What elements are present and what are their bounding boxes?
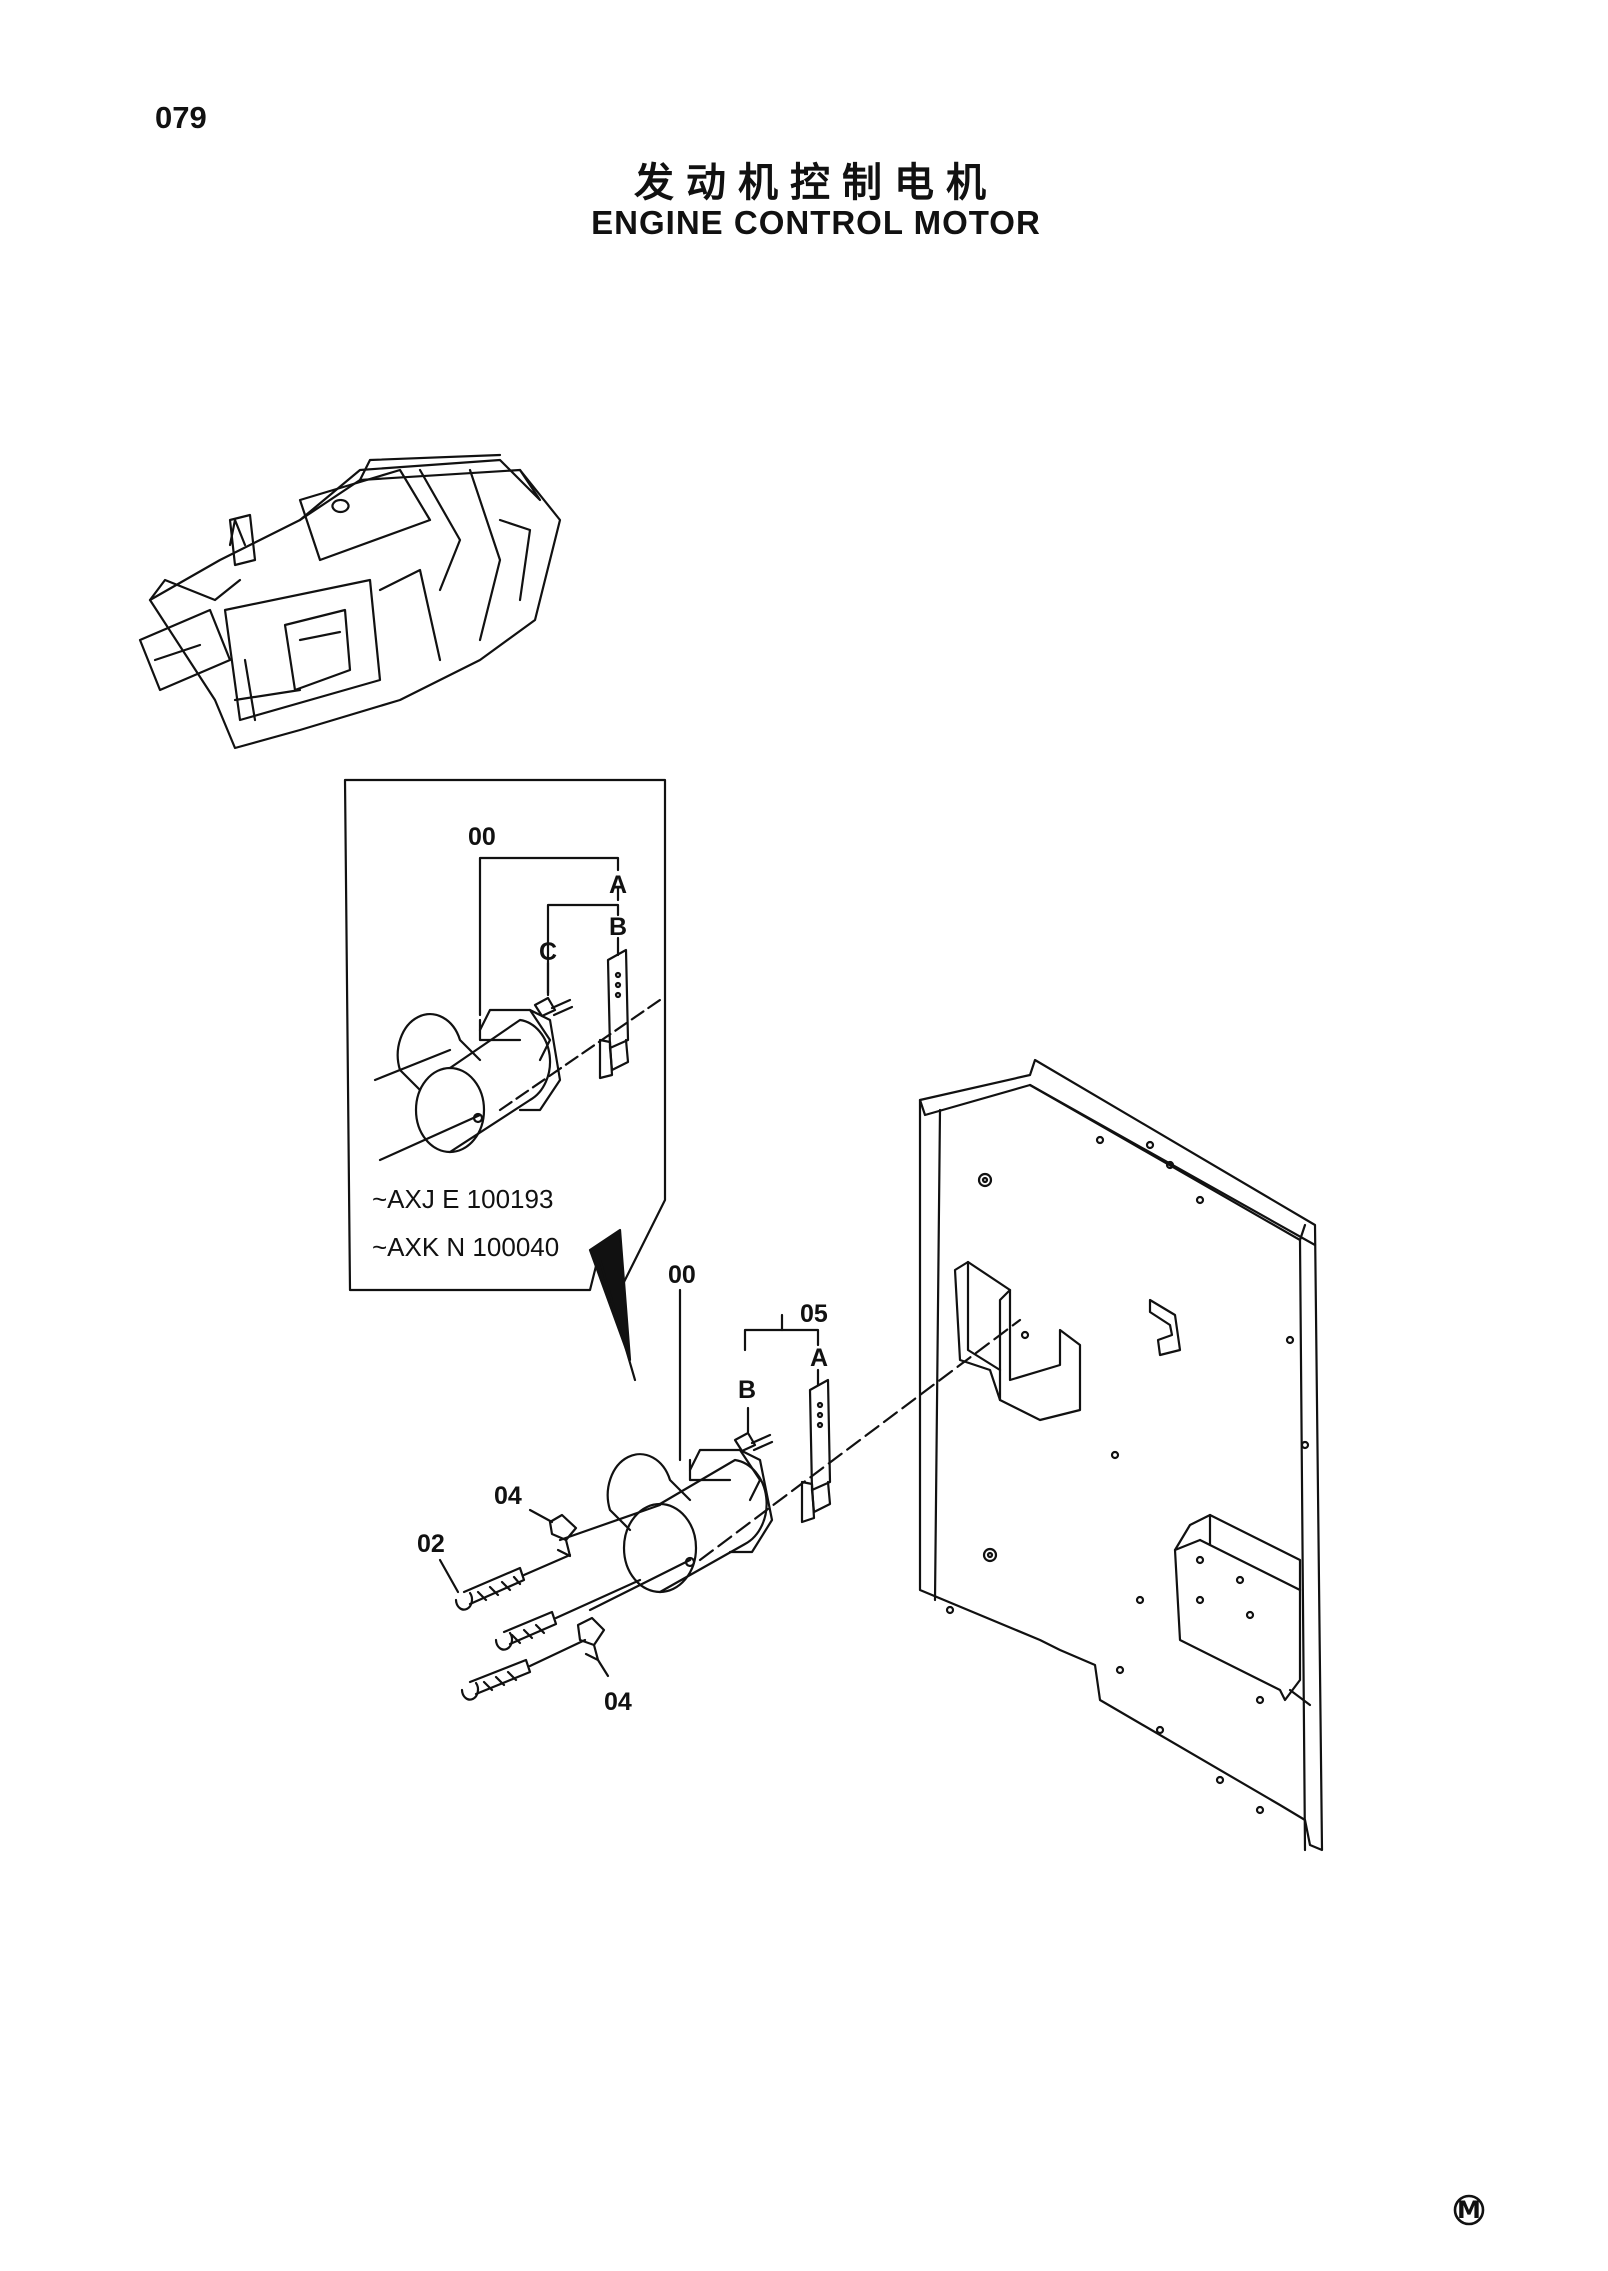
- inset-label-c: C: [539, 938, 557, 966]
- manufacturer-mark-circle: [1453, 2194, 1485, 2226]
- inset-serial-range-2: ~AXK N 100040: [372, 1232, 559, 1262]
- inset-label-a: A: [609, 871, 627, 899]
- main-label-a: A: [810, 1344, 828, 1372]
- main-bracket-illustration: [733, 1378, 832, 1524]
- inset-label-b: B: [609, 913, 627, 941]
- mounting-panel-illustration: [918, 1058, 1324, 1852]
- main-label-clamp-upper: 04: [494, 1482, 522, 1510]
- panel-holes: [945, 1135, 1310, 1815]
- title-chinese: 发动机控制电机: [634, 160, 998, 206]
- motor-clamp-lower-illustration: [576, 1616, 606, 1662]
- assembly-axis-line: [698, 1318, 1022, 1562]
- inset-label-assembly: 00: [468, 823, 496, 851]
- main-label-assembly: 00: [668, 1261, 696, 1289]
- inset-serial-range-1: ~AXJ E 100193: [372, 1184, 553, 1214]
- detail-inset-frame: [343, 778, 667, 1382]
- main-motor-illustration: [558, 1448, 774, 1612]
- main-label-bolt: 02: [417, 1530, 445, 1558]
- bolt-illustration: [454, 1553, 642, 1701]
- page-number: 079: [155, 100, 207, 135]
- inset-leader-lines: [478, 856, 620, 1017]
- inset-motor-illustration: [373, 1008, 562, 1162]
- main-label-b: B: [738, 1376, 756, 1404]
- main-label-clamp-lower: 04: [604, 1688, 632, 1716]
- excavator-overview-illustration: [138, 453, 562, 750]
- inset-bracket-illustration: [498, 948, 662, 1112]
- title-english: ENGINE CONTROL MOTOR: [591, 204, 1041, 241]
- main-label-bracket-kit: 05: [800, 1300, 828, 1328]
- manufacturer-mark-letter: M: [1457, 2196, 1481, 2224]
- main-leader-lines: [438, 1288, 820, 1678]
